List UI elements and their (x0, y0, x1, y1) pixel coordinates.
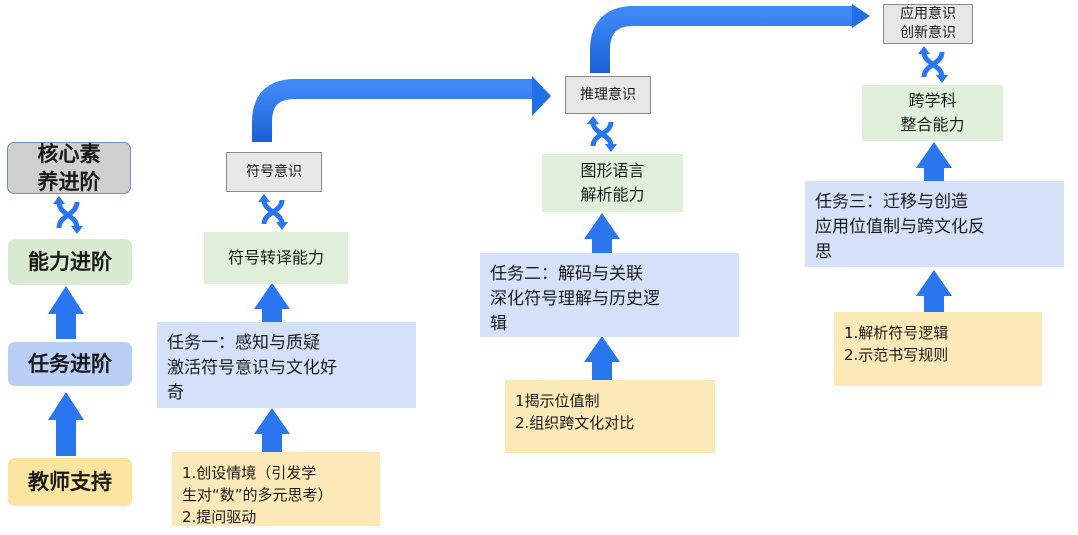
stage1-ability-label: 符号转译能力 (204, 232, 348, 284)
legend-core-literacy-stage: 核心素 养进阶 (7, 142, 131, 194)
up-arrow-icon (916, 270, 952, 312)
stage1-literacy-label: 符号意识 (226, 152, 322, 192)
bidirectional-arrow-icon (918, 46, 948, 83)
stage1-task-box: 任务一：感知与质疑 激活符号意识与文化好 奇 (157, 322, 416, 408)
stage3-ability-label: 跨学科 整合能力 (862, 85, 1003, 141)
stage2-literacy-label: 推理意识 (565, 76, 651, 114)
stage3-task-box: 任务三：迁移与创造 应用位值制与跨文化反 思 (805, 181, 1064, 267)
up-arrow-icon (48, 392, 84, 456)
up-arrow-icon (48, 286, 84, 339)
legend-ability-stage: 能力进阶 (8, 239, 132, 285)
up-arrow-icon (254, 408, 290, 452)
bidirectional-arrow-icon (258, 194, 288, 230)
progression-arrow-2-icon (590, 4, 870, 73)
up-arrow-icon (584, 336, 620, 380)
legend-teacher-support: 教师支持 (8, 458, 132, 506)
legend-task-stage: 任务进阶 (8, 342, 132, 386)
bidirectional-arrow-icon (587, 116, 617, 152)
stage2-task-box: 任务二：解码与关联 深化符号理解与历史逻 辑 (480, 253, 739, 337)
stage2-support-box: 1揭示位值制 2.组织跨文化对比 (505, 380, 715, 453)
up-arrow-icon (584, 213, 620, 253)
stage3-literacy-label: 应用意识 创新意识 (883, 4, 973, 44)
stage3-support-box: 1.解析符号逻辑 2.示范书写规则 (834, 312, 1042, 386)
up-arrow-icon (254, 283, 290, 322)
progression-arrow-1-icon (252, 76, 551, 142)
up-arrow-icon (916, 142, 952, 181)
bidirectional-arrow-icon (53, 196, 83, 234)
stage1-support-box: 1.创设情境（引发学 生对“数”的多元思考） 2.提问驱动 (172, 452, 380, 526)
stage2-ability-label: 图形语言 解析能力 (542, 154, 683, 212)
